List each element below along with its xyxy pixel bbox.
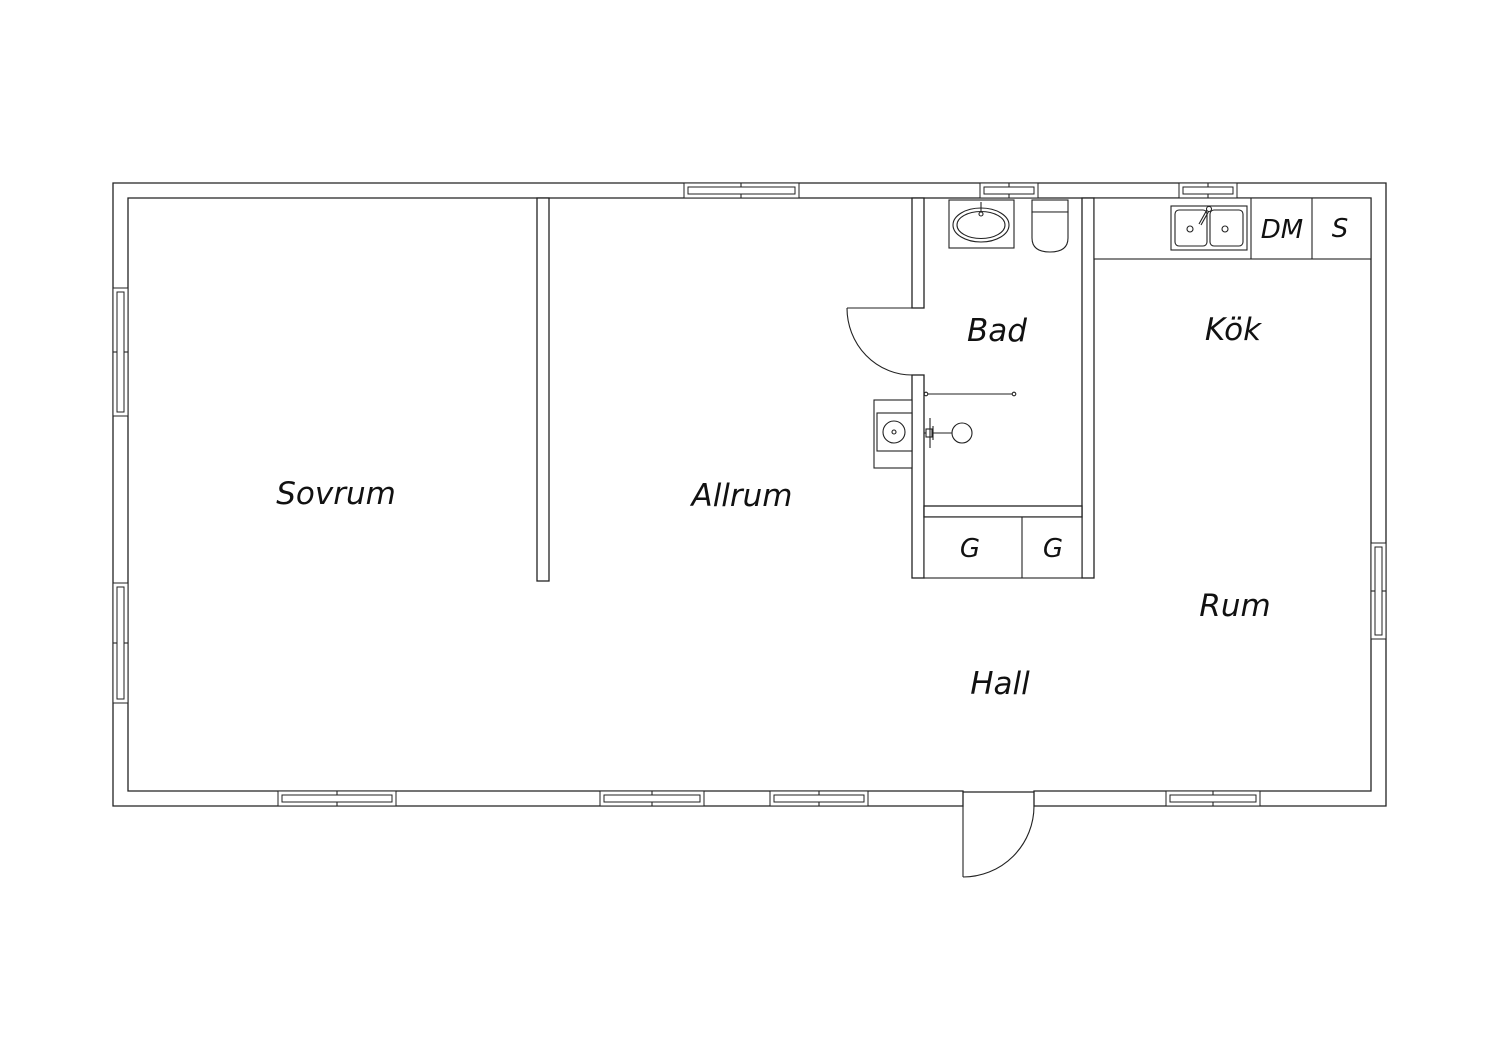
window-top-bad <box>979 182 1039 199</box>
window-top-kok <box>1178 182 1238 199</box>
window-bottom-sovrum <box>277 790 397 807</box>
wardrobe-label-2: G <box>1043 534 1063 564</box>
washbasin <box>948 199 1015 249</box>
washing-machine <box>873 399 913 469</box>
window-bottom-rum <box>1165 790 1261 807</box>
interior-walls <box>536 197 1095 582</box>
bad-door <box>846 307 913 376</box>
room-label-hall: Hall <box>970 666 1030 702</box>
wardrobes <box>923 516 1083 579</box>
entrance-door <box>962 805 1035 878</box>
toilet <box>1031 199 1069 253</box>
window-bottom-allrum <box>599 790 705 807</box>
window-bottom-hall <box>769 790 869 807</box>
dishwasher-label: DM <box>1261 215 1303 245</box>
window-right <box>1370 542 1387 640</box>
room-label-sovrum: Sovrum <box>276 476 396 512</box>
room-label-kok: Kök <box>1205 312 1262 348</box>
room-label-bad: Bad <box>967 313 1027 349</box>
window-left-upper <box>112 287 129 417</box>
cabinet-label: S <box>1332 214 1349 244</box>
window-top-allrum <box>683 182 800 199</box>
room-label-rum: Rum <box>1199 588 1270 624</box>
room-label-allrum: Allrum <box>689 478 792 514</box>
shower <box>923 391 1017 448</box>
kitchen-sink <box>1170 205 1248 251</box>
window-left-lower <box>112 582 129 704</box>
wardrobe-label-1: G <box>960 534 980 564</box>
